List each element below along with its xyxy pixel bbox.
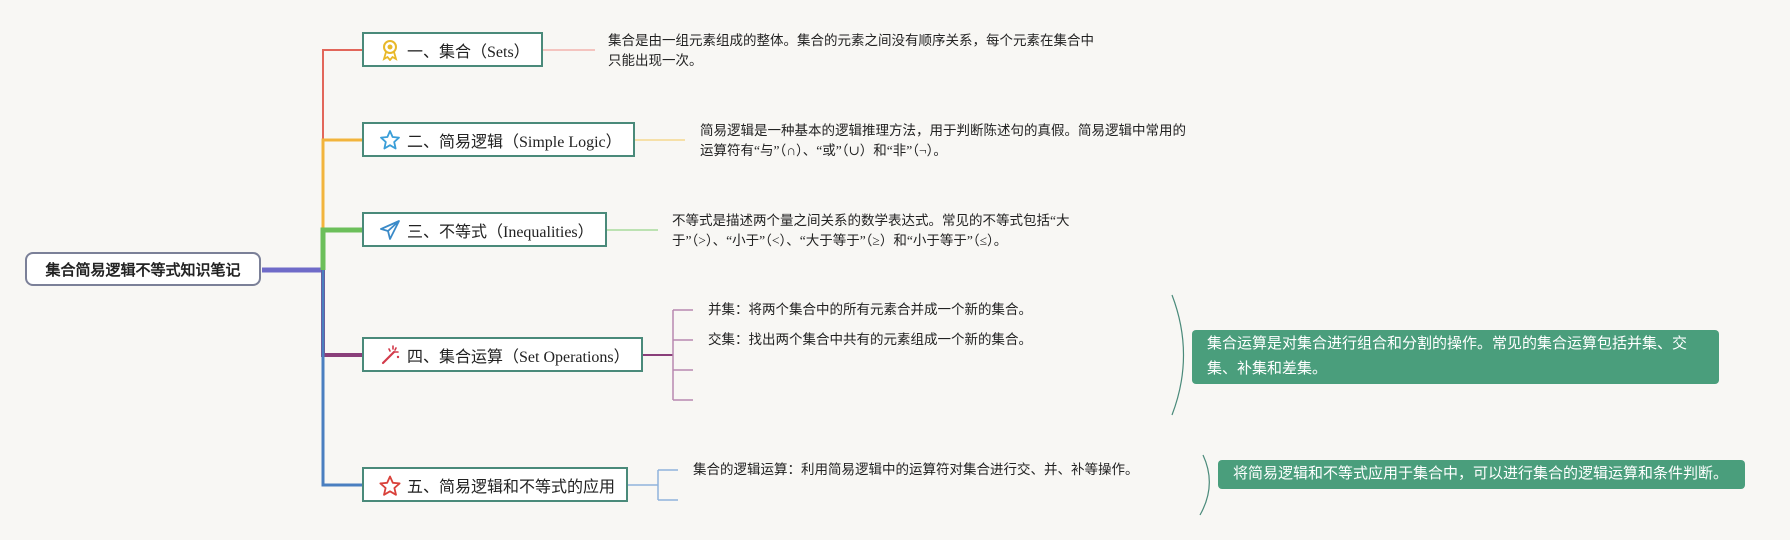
topic-sets[interactable]: 一、集合（Sets） (362, 32, 543, 67)
topic-set-operations[interactable]: 四、集合运算（Set Operations） (362, 337, 643, 372)
summary-set-operations[interactable]: 集合运算是对集合进行组合和分割的操作。常见的集合运算包括并集、交集、补集和差集。 (1192, 330, 1719, 384)
topic-inequalities[interactable]: 三、不等式（Inequalities） (362, 212, 607, 247)
topic-label: 一、集合（Sets） (407, 43, 530, 61)
award-icon (379, 39, 401, 61)
topic-simple-logic[interactable]: 二、简易逻辑（Simple Logic） (362, 122, 635, 157)
topic-label: 四、集合运算（Set Operations） (407, 348, 630, 366)
paper-plane-icon (379, 219, 401, 241)
leaf-union[interactable]: 并集：将两个集合中的所有元素合并成一个新的集合。 (708, 302, 1032, 317)
topic-label: 二、简易逻辑（Simple Logic） (407, 133, 622, 151)
magic-wand-icon (379, 344, 401, 366)
leaf-set-logic-operation[interactable]: 集合的逻辑运算：利用简易逻辑中的运算符对集合进行交、并、补等操作。 (693, 462, 1139, 477)
root-topic[interactable]: 集合简易逻辑不等式知识笔记 (25, 252, 261, 286)
root-title: 集合简易逻辑不等式知识笔记 (45, 260, 241, 279)
star-icon (379, 474, 401, 496)
topic-label: 五、简易逻辑和不等式的应用 (407, 478, 616, 496)
topic-application[interactable]: 五、简易逻辑和不等式的应用 (362, 467, 628, 502)
topic-description: 简易逻辑是一种基本的逻辑推理方法，用于判断陈述句的真假。简易逻辑中常用的运算符有… (700, 123, 1186, 158)
topic-label: 三、不等式（Inequalities） (407, 223, 594, 241)
topic-description: 不等式是描述两个量之间关系的数学表达式。常见的不等式包括“大于”（>）、“小于”… (672, 213, 1070, 248)
star-outline-icon (379, 129, 401, 151)
summary-application[interactable]: 将简易逻辑和不等式应用于集合中，可以进行集合的逻辑运算和条件判断。 (1218, 460, 1745, 489)
topic-description: 集合是由一组元素组成的整体。集合的元素之间没有顺序关系，每个元素在集合中只能出现… (608, 33, 1094, 68)
leaf-intersection[interactable]: 交集：找出两个集合中共有的元素组成一个新的集合。 (708, 332, 1032, 347)
